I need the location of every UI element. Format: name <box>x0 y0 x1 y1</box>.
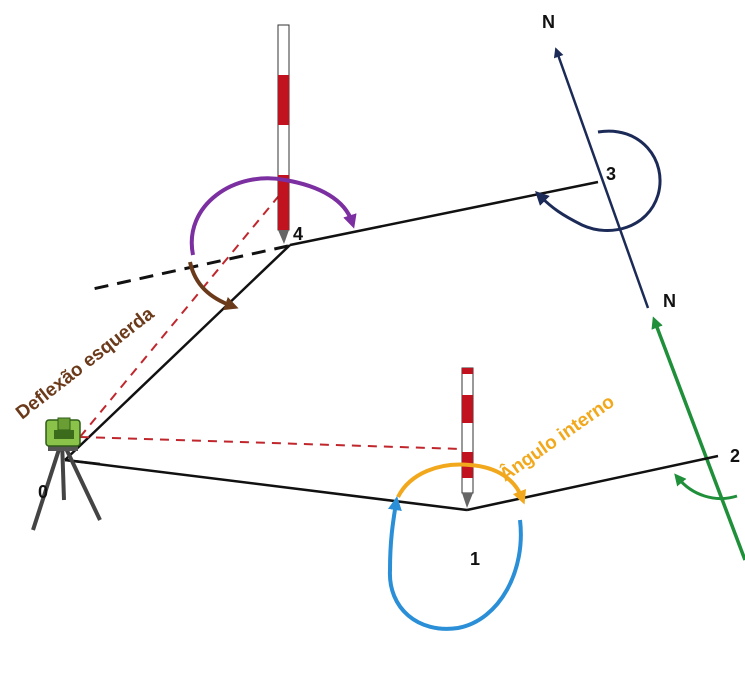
traverse-side-1-2 <box>466 454 719 512</box>
arc-interior-angle <box>396 462 526 505</box>
vertex-label-4: 4 <box>293 224 303 244</box>
vertex-label-0: 0 <box>38 482 48 502</box>
arc-purple-station-4 <box>189 176 357 256</box>
arc-deflection-left <box>188 261 239 311</box>
north-line-2 <box>651 316 745 561</box>
north-label-2: N <box>663 291 676 311</box>
sight-lines <box>79 191 463 450</box>
north-line-3 <box>553 47 650 309</box>
sight-line-to-1 <box>79 436 463 450</box>
sight-line-to-4 <box>79 191 283 438</box>
north-label-3: N <box>542 12 555 32</box>
total-station-icon <box>31 417 102 531</box>
vertex-label-1: 1 <box>470 549 480 569</box>
deflection-label: Deflexão esquerda <box>12 303 158 424</box>
arc-azimuth-station-2 <box>674 473 738 501</box>
vertex-label-3: 3 <box>606 164 616 184</box>
traverse-side-4-0 <box>64 244 291 461</box>
vertex-label-2: 2 <box>730 446 740 466</box>
arc-external-angle <box>387 496 523 631</box>
prolongation-dashed-line <box>87 244 289 292</box>
traverse-side-3-4 <box>289 180 599 247</box>
range-pole-icon <box>461 367 474 508</box>
range-pole-icon <box>277 24 290 244</box>
arc-azimuth-station-3 <box>535 129 662 233</box>
interior-angle-label: Ângulo interno <box>495 391 618 487</box>
